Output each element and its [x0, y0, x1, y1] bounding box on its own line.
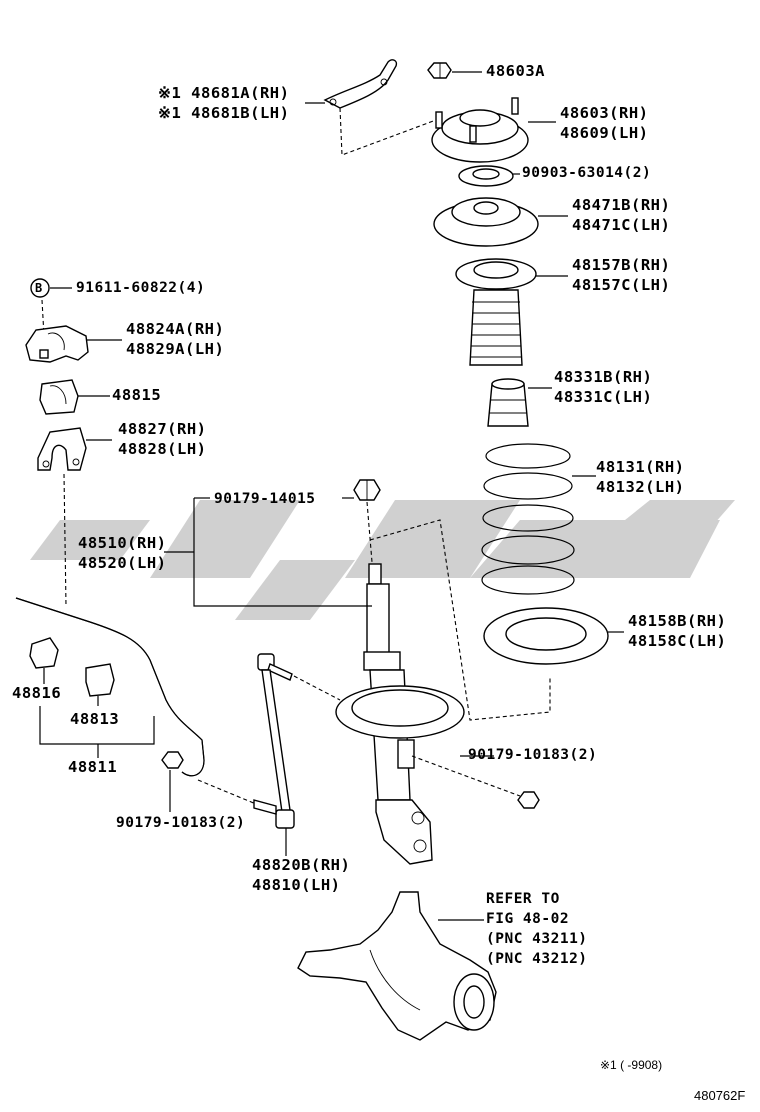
label-48158b: 48158B(RH)	[628, 612, 727, 630]
clamp-48827	[37, 427, 87, 471]
callout-b-circle	[30, 278, 50, 298]
label-90903: 90903-63014(2)	[522, 165, 652, 181]
label-48132: 48132(LH)	[596, 478, 685, 496]
steering-knuckle	[297, 891, 497, 1041]
label-b-callout: B	[35, 281, 43, 295]
label-90179-10183-left: 90179-10183(2)	[116, 815, 246, 831]
label-48603: 48603(RH)	[560, 104, 649, 122]
stabilizer-bar-48811	[15, 597, 205, 777]
footnote: ※1 ( -9908)	[600, 1058, 663, 1072]
nut-48603a	[427, 62, 452, 79]
coil-spring-48131	[481, 443, 575, 595]
label-48827: 48827(RH)	[118, 420, 207, 438]
leader-dashed	[339, 107, 437, 156]
label-90179-14015: 90179-14015	[214, 491, 316, 507]
label-48828: 48828(LH)	[118, 440, 207, 458]
support-mount-48603	[431, 97, 529, 163]
label-48815: 48815	[112, 386, 162, 404]
spring-seat-48471	[433, 197, 539, 247]
figure-id: 480762F	[694, 1088, 746, 1103]
label-48681b: ※1 48681B(LH)	[158, 104, 290, 122]
label-48810: 48810(LH)	[252, 876, 341, 894]
label-48813: 48813	[70, 710, 120, 728]
label-refer-pnc2: (PNC 43212)	[486, 951, 588, 967]
insulator-boot-48157	[455, 258, 537, 366]
stabilizer-link-48820b	[253, 653, 295, 829]
leader	[39, 706, 155, 745]
label-48471c: 48471C(LH)	[572, 216, 671, 234]
nut-90179-10183-right	[517, 791, 540, 809]
clip-48816	[29, 637, 59, 669]
label-90179-10183-right: 90179-10183(2)	[468, 747, 598, 763]
bracket-48681a	[323, 59, 398, 109]
leader-dashed	[369, 519, 551, 721]
label-48820b: 48820B(RH)	[252, 856, 351, 874]
bracket-48824a	[25, 325, 89, 363]
shock-absorber-48510	[335, 563, 465, 865]
label-48158c: 48158C(LH)	[628, 632, 727, 650]
label-refer-fig: FIG 48-02	[486, 911, 570, 927]
label-refer-to: REFER TO	[486, 891, 560, 907]
label-48829a: 48829A(LH)	[126, 340, 225, 358]
label-48157c: 48157C(LH)	[572, 276, 671, 294]
label-48471b: 48471B(RH)	[572, 196, 671, 214]
label-48824a: 48824A(RH)	[126, 320, 225, 338]
leader	[193, 498, 372, 607]
watermark-logo	[30, 500, 735, 620]
label-48157b: 48157B(RH)	[572, 256, 671, 274]
bearing-90903	[458, 165, 514, 187]
nut-90179-14015	[353, 479, 381, 501]
bushing-48813	[85, 663, 115, 697]
bump-stop-48331	[487, 378, 529, 427]
label-48331b: 48331B(RH)	[554, 368, 653, 386]
label-48816: 48816	[12, 684, 62, 702]
lower-insulator-48158	[483, 607, 609, 665]
label-48811: 48811	[68, 758, 118, 776]
nut-90179-10183-left	[161, 751, 184, 769]
label-48131: 48131(RH)	[596, 458, 685, 476]
label-48603a: 48603A	[486, 62, 545, 80]
label-48510: 48510(RH)	[78, 534, 167, 552]
label-refer-pnc1: (PNC 43211)	[486, 931, 588, 947]
label-48331c: 48331C(LH)	[554, 388, 653, 406]
bushing-48815	[39, 379, 79, 415]
label-91611: 91611-60822(4)	[76, 280, 206, 296]
label-48609: 48609(LH)	[560, 124, 649, 142]
label-48520: 48520(LH)	[78, 554, 167, 572]
label-48681a: ※1 48681A(RH)	[158, 84, 290, 102]
